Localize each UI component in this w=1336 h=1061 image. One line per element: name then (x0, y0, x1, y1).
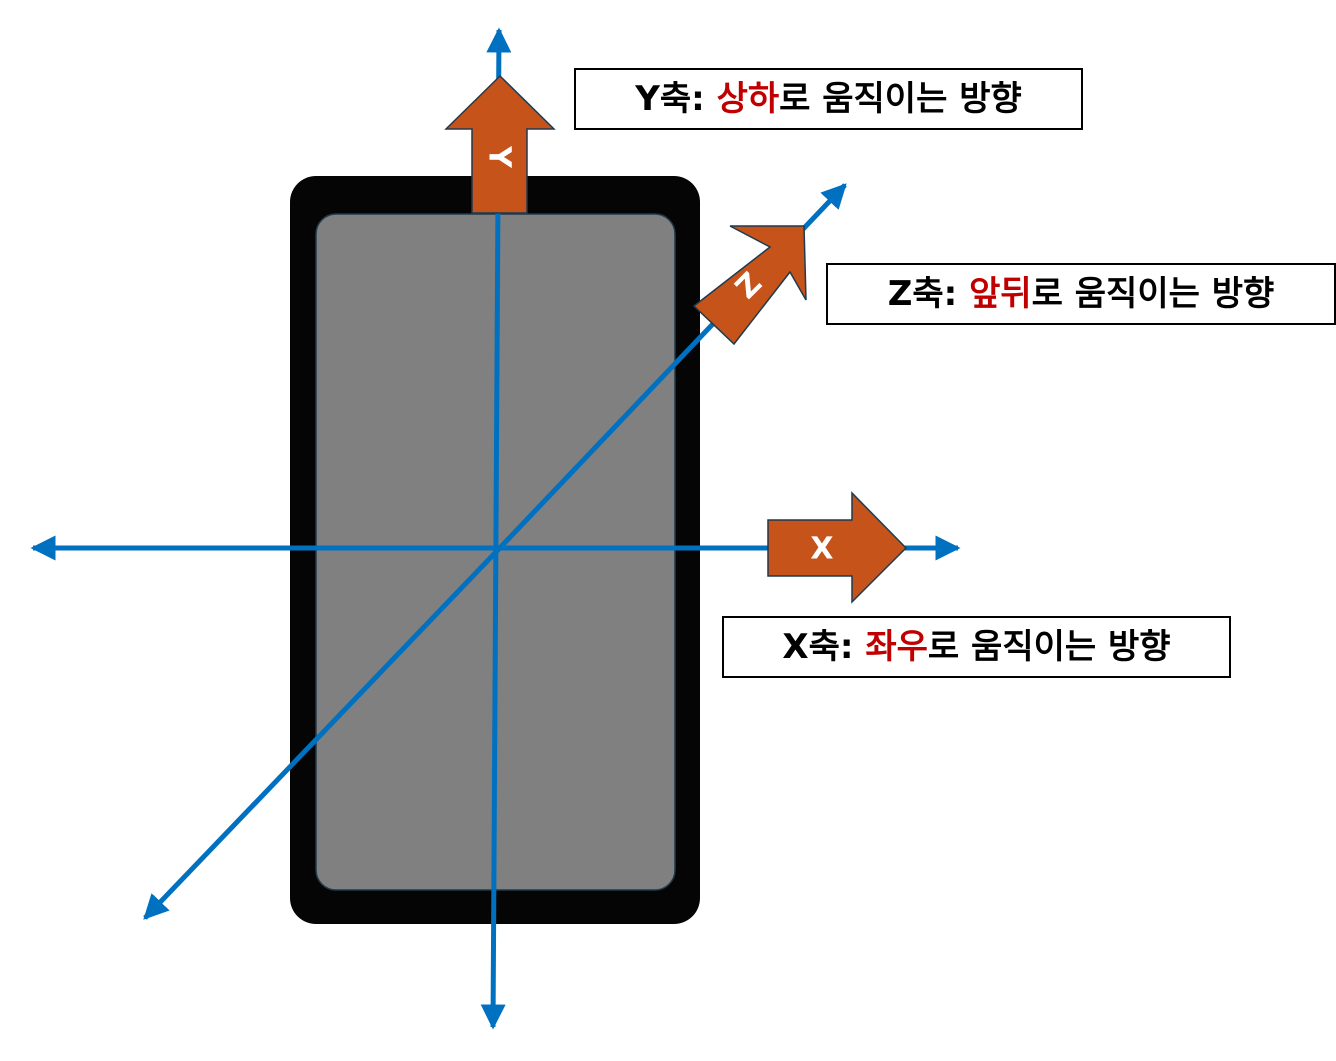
x-axis-label: X축: 좌우로 움직이는 방향 (722, 616, 1231, 678)
y-arrow-letter: Y (482, 145, 517, 169)
y-direction-arrow: Y (444, 74, 556, 214)
z-axis-label: Z축: 앞뒤로 움직이는 방향 (826, 263, 1336, 325)
x-arrow-letter: X (810, 532, 833, 567)
y-axis-label: Y축: 상하로 움직이는 방향 (574, 68, 1083, 130)
y-label-suffix: 로 움직이는 방향 (779, 79, 1022, 119)
z-label-highlight: 앞뒤 (969, 274, 1032, 314)
z-label-suffix: 로 움직이는 방향 (1031, 274, 1275, 314)
z-axis-line-negative (143, 551, 497, 920)
x-label-highlight: 좌우 (865, 627, 928, 667)
x-direction-arrow: X (767, 491, 908, 604)
y-label-prefix: Y축: (635, 79, 717, 119)
x-label-prefix: X축: (782, 627, 866, 667)
z-label-prefix: Z축: (887, 274, 970, 314)
y-label-highlight: 상하 (716, 79, 780, 119)
x-label-suffix: 로 움직이는 방향 (927, 627, 1171, 667)
